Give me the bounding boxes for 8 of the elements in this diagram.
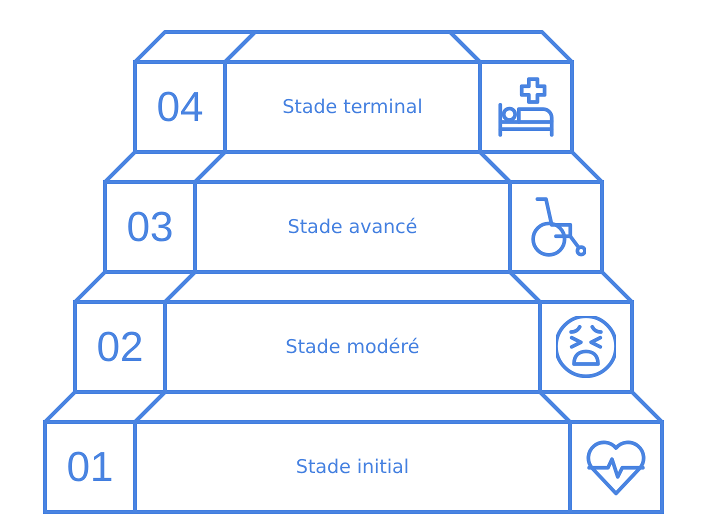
stage-name: Stade initial: [296, 456, 410, 478]
step-number: 04: [156, 86, 204, 128]
step-number: 02: [96, 326, 144, 368]
stage-name: Stade avancé: [288, 216, 418, 238]
step-number: 01: [66, 446, 114, 488]
stage-name: Stade terminal: [282, 96, 423, 118]
step-number: 03: [126, 206, 174, 248]
stage-name: Stade modéré: [286, 336, 420, 358]
